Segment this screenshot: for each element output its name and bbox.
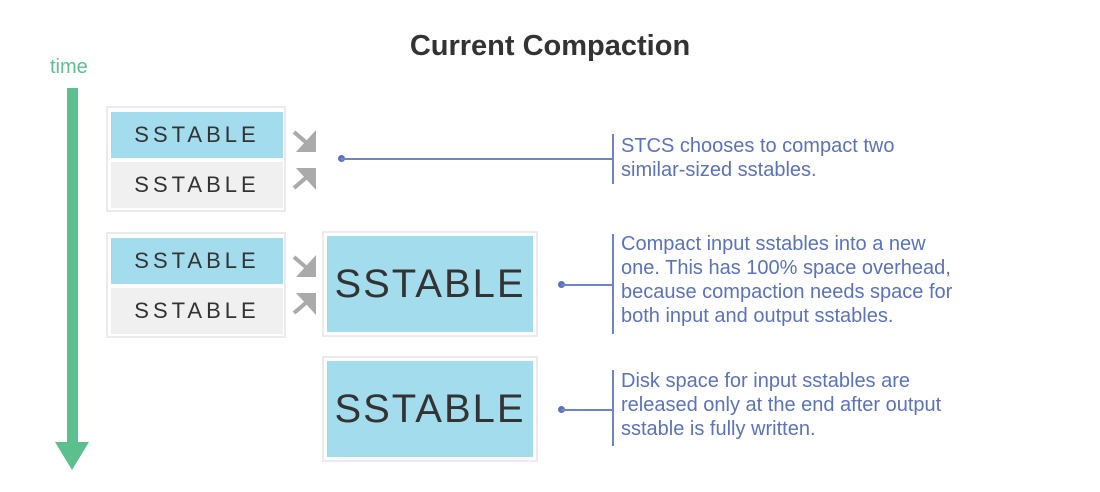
step2-output-sstable: SSTABLE [322,231,538,337]
step2-output-label: SSTABLE [327,236,533,332]
step2-input-group: SSTABLE SSTABLE [106,232,286,338]
step2-annotation: Compact input sstables into a new one. T… [621,233,953,327]
step2-bracket [612,234,614,334]
step1-input-group: SSTABLE SSTABLE [106,106,286,212]
step1-sstable-unselected: SSTABLE [111,162,283,208]
step2-connector-line [561,284,612,286]
step2-sstable-selected: SSTABLE [111,238,283,284]
step1-connector-line [341,158,612,160]
time-arrow-shaft [67,88,78,444]
step3-annotation: Disk space for input sstables are releas… [621,370,942,440]
step2-sstable-unselected: SSTABLE [111,288,283,334]
step1-sstable-selected: SSTABLE [111,112,283,158]
diagram-title: Current Compaction [409,30,691,62]
step3-bracket [612,370,614,446]
merge-arrows-icon [292,130,316,190]
time-axis-label: time [50,56,88,78]
step3-connector-line [561,409,612,411]
time-arrow-head-icon [55,442,89,470]
step3-output-sstable: SSTABLE [322,356,538,462]
merge-arrows-icon [292,255,316,315]
step1-annotation: STCS chooses to compact two similar-size… [621,135,895,181]
step1-bracket [612,134,614,184]
step3-output-label: SSTABLE [327,361,533,457]
